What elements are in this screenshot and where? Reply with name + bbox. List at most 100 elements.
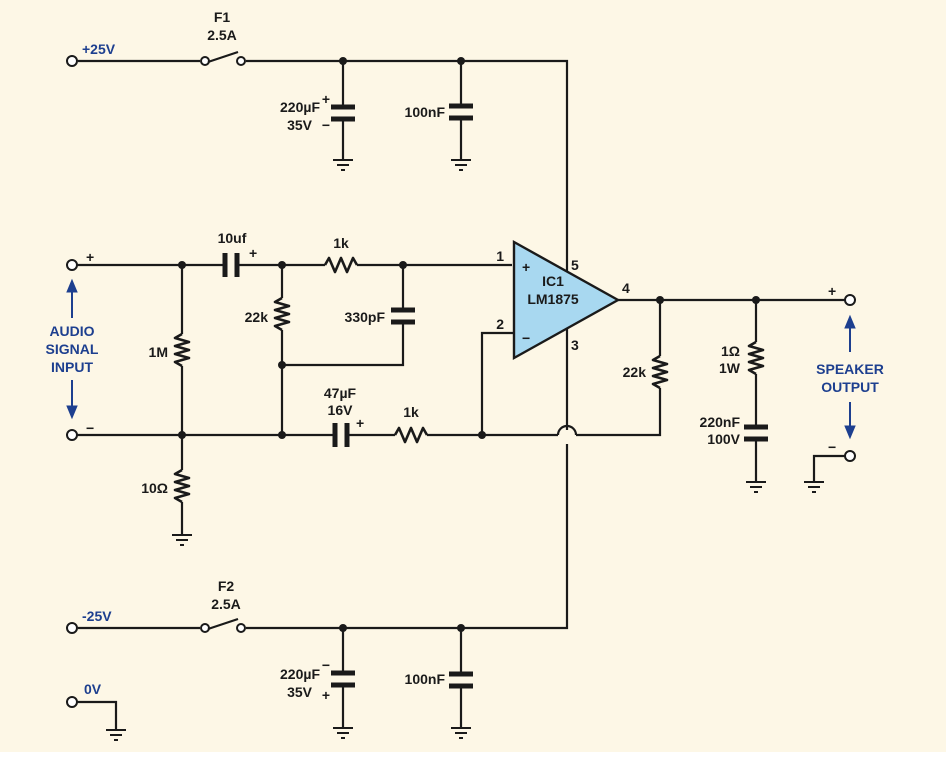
pin-1-label: 1 (496, 248, 504, 264)
ic-part-number: LM1875 (527, 291, 579, 307)
speaker-ground-icon (804, 481, 824, 493)
input-minus-terminal (66, 429, 78, 441)
junction-dot (339, 57, 347, 65)
negative-supply-section: -25V F2 2.5A − + 220µF 35V 100nF (66, 444, 569, 741)
opamp-plus-sign: + (522, 259, 530, 275)
svg-text:+: + (249, 245, 257, 261)
cap-bottom-voltage: 35V (287, 684, 313, 700)
positive-supply-section: +25V F1 2.5A + − 220µF 35V 100nF (66, 9, 569, 430)
bias-resistor-label: 22k (245, 309, 269, 325)
bias-resistor-22k (273, 265, 291, 435)
negative-supply-label: -25V (82, 608, 112, 624)
zobel-resistor-power: 1W (719, 360, 741, 376)
input-plus-terminal (66, 259, 78, 271)
pin-4-label: 4 (622, 280, 630, 296)
input-section: + − AUDIO SIGNAL INPUT + 10uf 1k (46, 230, 662, 546)
shunt-resistor-1m (173, 265, 191, 435)
opamp-lm1875: + − IC1 LM1875 1 2 3 5 4 (496, 239, 630, 361)
speaker-minus-sign: − (828, 439, 836, 455)
input-plus-sign: + (86, 249, 94, 265)
input-label-line3: INPUT (51, 359, 93, 375)
cap-bottom-value: 220µF (280, 666, 320, 682)
feedback-resistor-label: 1k (403, 404, 419, 420)
cap-bottom-100nf-label: 100nF (405, 671, 446, 687)
zobel-cap-voltage: 100V (707, 431, 740, 447)
speaker-plus-terminal (844, 294, 856, 306)
input-label-line2: SIGNAL (46, 341, 99, 357)
filter-capacitor-330pf (282, 265, 415, 367)
feedback-resistor-1k (393, 426, 429, 444)
junction-dot (339, 624, 347, 632)
feedback-cap-voltage: 16V (328, 402, 354, 418)
series-resistor-label: 1k (333, 235, 349, 251)
svg-text:+: + (322, 687, 330, 703)
input-minus-sign: − (86, 420, 94, 436)
fuse-f2-rating: 2.5A (211, 596, 241, 612)
input-coupling-capacitor: + (222, 245, 257, 277)
feedback-capacitor-47uf: + (332, 415, 364, 447)
junction-dot (278, 361, 286, 369)
fuse-f2 (200, 617, 246, 633)
opamp-body (512, 239, 621, 361)
ground-terminal (66, 696, 78, 708)
fuse-f1-name: F1 (214, 9, 231, 25)
svg-text:−: − (322, 117, 330, 133)
feedback-resistor-22k (651, 300, 669, 390)
negative-supply-terminal (66, 622, 78, 634)
input-label-line1: AUDIO (49, 323, 94, 339)
pin-5-label: 5 (571, 257, 579, 273)
ground-label: 0V (84, 681, 102, 697)
fuse-f1-rating: 2.5A (207, 27, 237, 43)
capacitor-220uf-bottom: − + (322, 628, 355, 739)
speaker-ground-wire (812, 454, 845, 482)
zobel-cap-value: 220nF (700, 414, 741, 430)
output-arrow-icon (844, 314, 856, 440)
output-section: 22k 1Ω 1W 220nF 100V + − SPEAKER OUTPUT (618, 283, 884, 493)
ic-name: IC1 (542, 273, 564, 289)
feedback-cap-value: 47µF (324, 385, 357, 401)
input-arrow-icon (66, 278, 78, 420)
cap-top-100nf-label: 100nF (405, 104, 446, 120)
ground-resistor-label: 10Ω (141, 480, 168, 496)
opamp-minus-sign: − (522, 330, 530, 346)
junction-dot (752, 296, 760, 304)
cap-top-value: 220µF (280, 99, 320, 115)
zobel-network (744, 300, 768, 493)
junction-dot (278, 261, 286, 269)
svg-text:−: − (322, 657, 330, 673)
pin-2-label: 2 (496, 316, 504, 332)
speaker-plus-sign: + (828, 283, 836, 299)
output-label-line2: OUTPUT (821, 379, 879, 395)
positive-supply-terminal (66, 55, 78, 67)
wire-crossover (556, 424, 578, 436)
junction-dot (457, 624, 465, 632)
positive-supply-label: +25V (82, 41, 116, 57)
ground-icon (106, 729, 126, 741)
fuse-f1 (200, 50, 246, 66)
series-resistor-1k (323, 256, 359, 274)
feedback-22k-label: 22k (623, 364, 647, 380)
output-label-line1: SPEAKER (816, 361, 884, 377)
shunt-resistor-label: 1M (149, 344, 168, 360)
junction-dot (399, 261, 407, 269)
zobel-resistor-value: 1Ω (721, 343, 740, 359)
inverting-input-wire (480, 331, 514, 435)
capacitor-220uf-top: + − (322, 61, 355, 171)
junction-dot (457, 57, 465, 65)
ground-wire (77, 700, 118, 730)
svg-text:+: + (356, 415, 364, 431)
speaker-minus-terminal (844, 450, 856, 462)
negative-rail-wire (78, 444, 569, 630)
cap-top-voltage: 35V (287, 117, 313, 133)
capacitor-100nf-bottom (449, 628, 473, 739)
junction-dot (178, 261, 186, 269)
input-cap-label: 10uf (218, 230, 247, 246)
svg-text:+: + (322, 91, 330, 107)
pin-3-label: 3 (571, 337, 579, 353)
fuse-f2-name: F2 (218, 578, 235, 594)
ground-resistor-10ohm (172, 435, 192, 546)
ground-return-wire (77, 388, 662, 437)
